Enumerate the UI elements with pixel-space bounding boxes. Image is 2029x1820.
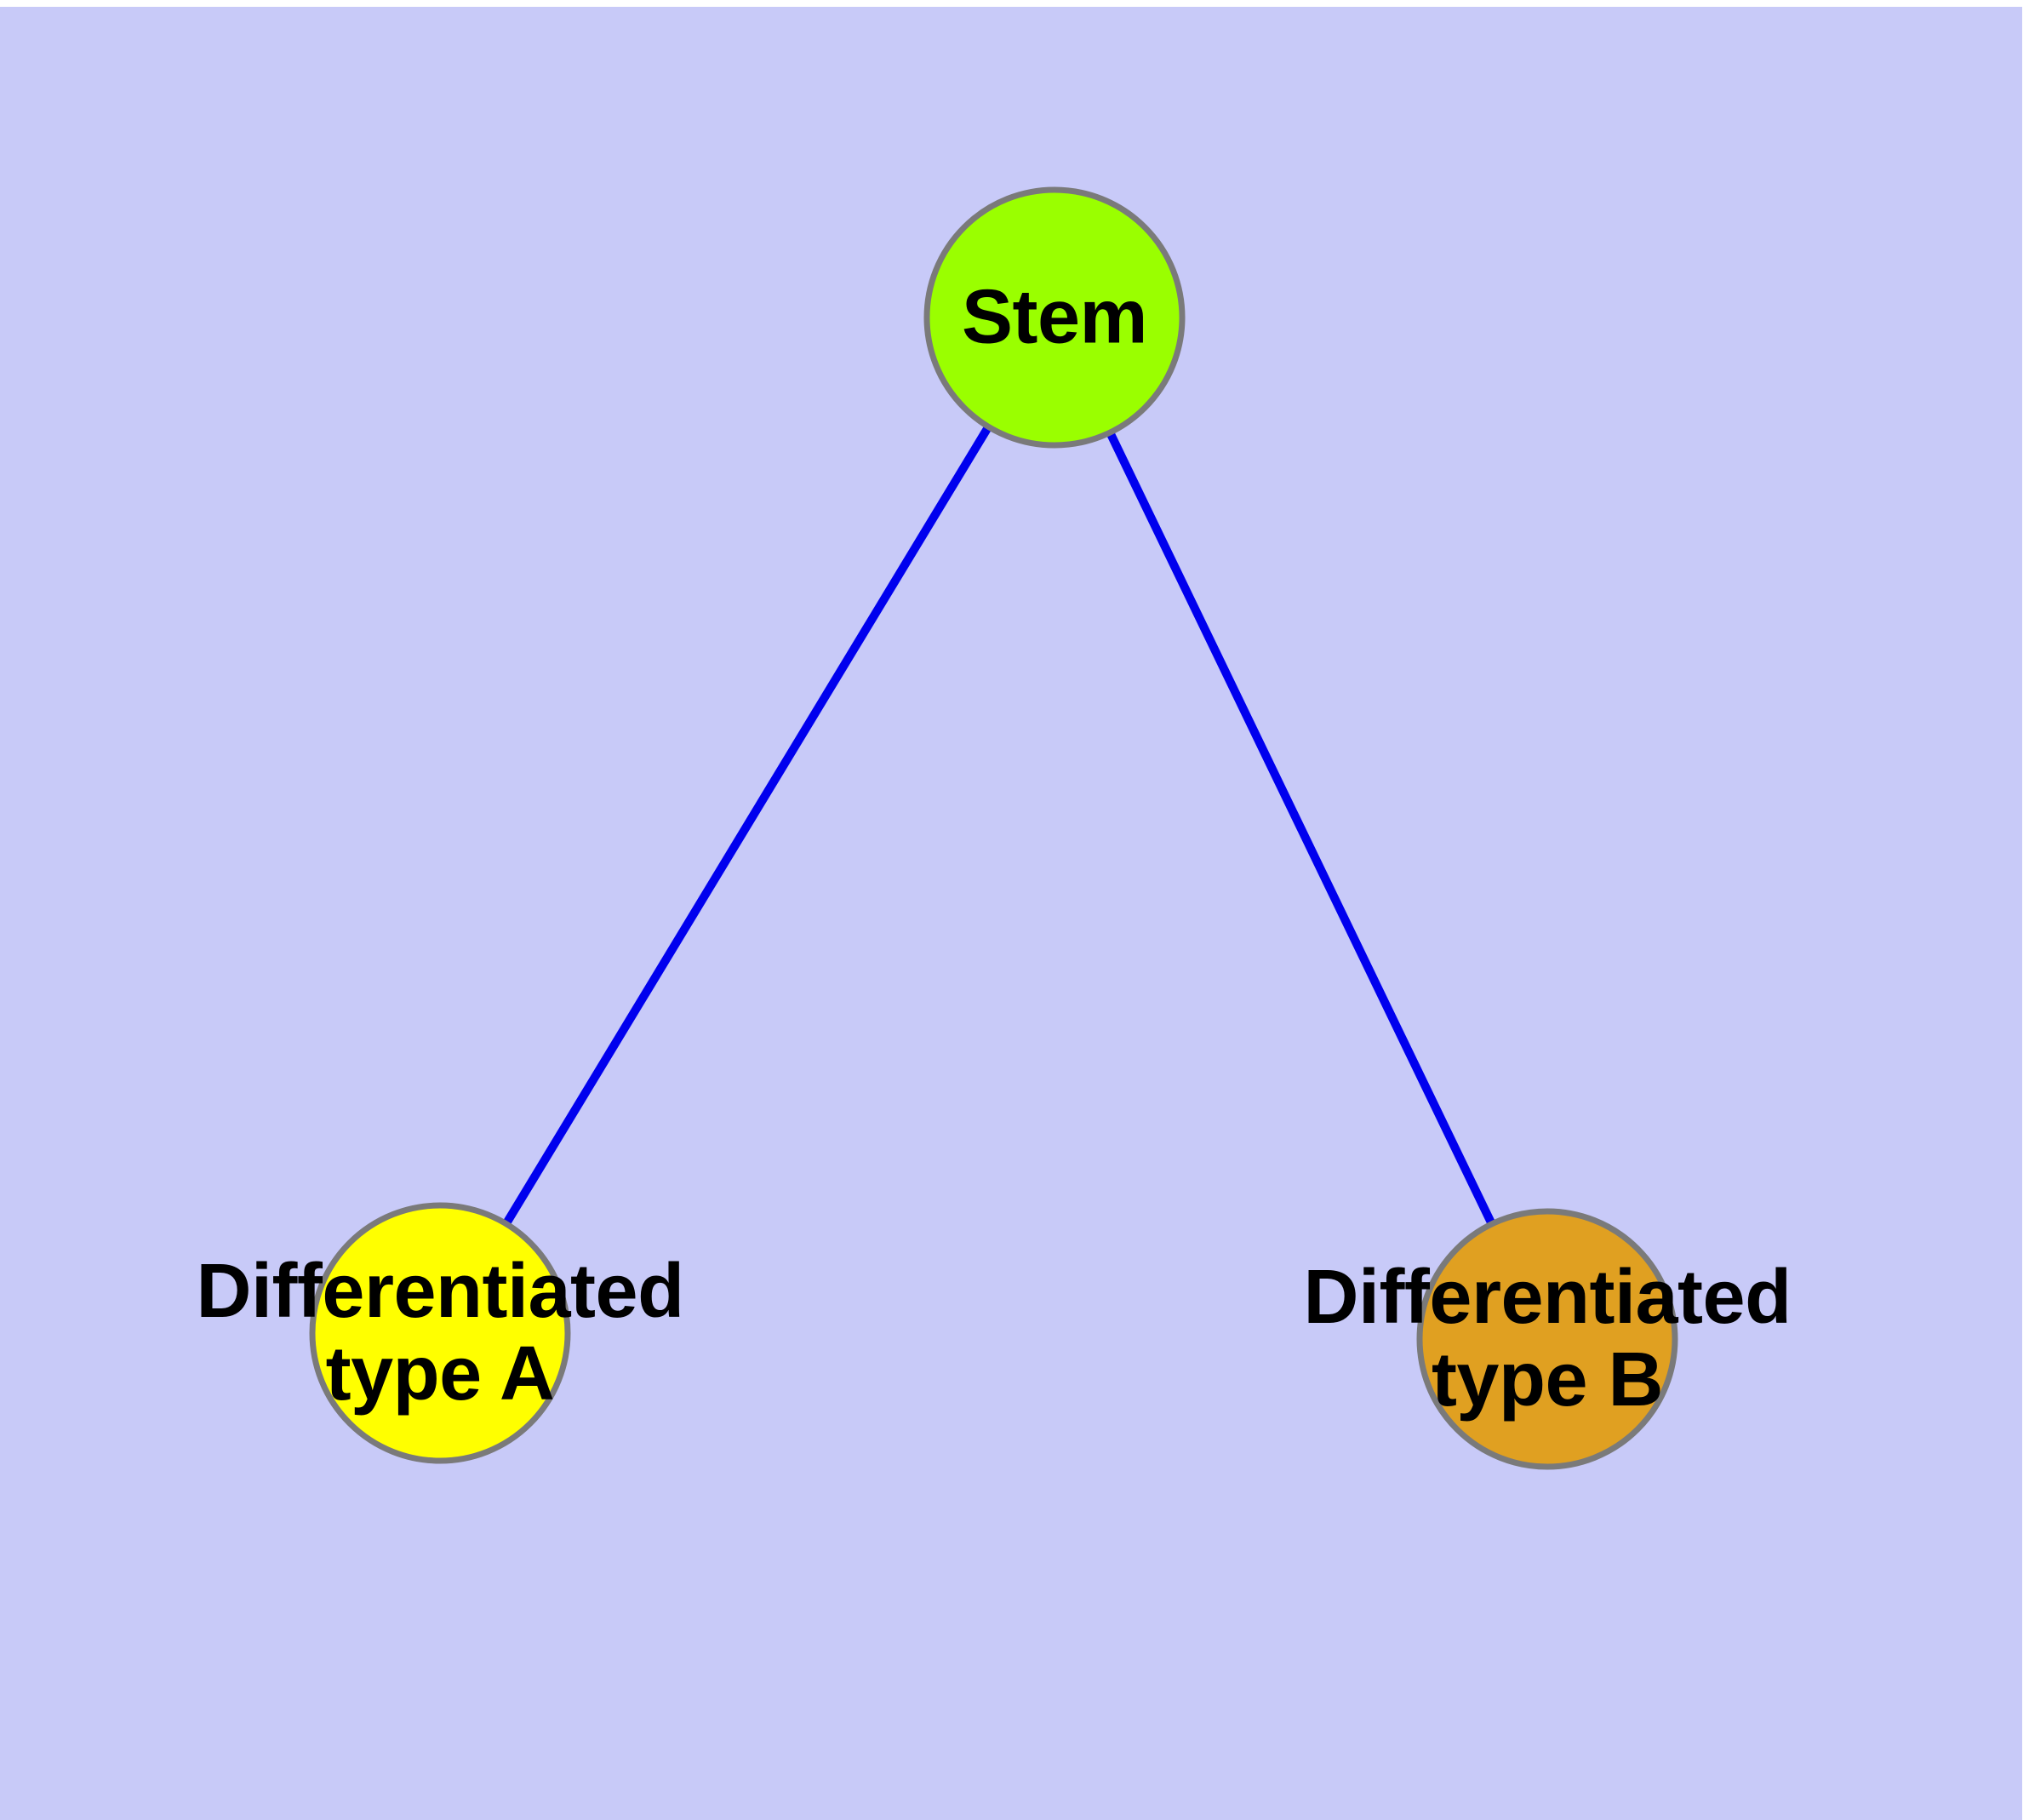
graph-edge [1106,432,1495,1225]
node-layer [309,186,1678,1470]
graph-node-diff_b[interactable] [1416,1208,1678,1470]
edge-layer [503,426,1495,1225]
graph-edge [503,426,992,1225]
graph-node-diff_a[interactable] [309,1202,571,1464]
graph-node-stem[interactable] [923,186,1186,449]
